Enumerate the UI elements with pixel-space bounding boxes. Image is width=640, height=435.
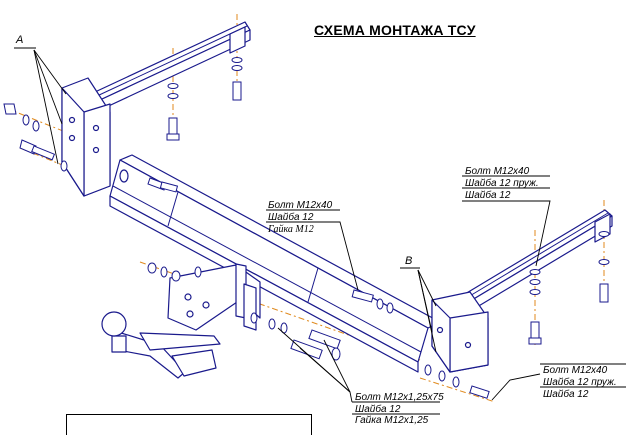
right-frame-rail bbox=[454, 209, 613, 317]
center-fasteners bbox=[147, 262, 394, 361]
left-top-fasteners bbox=[166, 57, 243, 141]
callout-line: Шайба 12 bbox=[465, 190, 511, 201]
page-title: СХЕМА МОНТАЖА ТСУ bbox=[314, 22, 476, 38]
cross-beam bbox=[109, 154, 441, 373]
left-bracket bbox=[61, 77, 111, 197]
callout-line: Шайба 12 bbox=[355, 404, 401, 415]
tow-ball bbox=[101, 311, 221, 379]
callout-line: Гайка М12х1,25 bbox=[355, 415, 429, 426]
callout-line: Болт М12х40 bbox=[268, 200, 333, 211]
right-bracket bbox=[431, 291, 489, 373]
callout-line: Болт М12х40 bbox=[543, 365, 608, 376]
callout-line: Шайба 12 пруж. bbox=[543, 377, 617, 388]
callout-letter-a: A bbox=[16, 34, 24, 46]
left-frame-rail bbox=[94, 21, 251, 111]
callout-line: Гайка М12 bbox=[268, 224, 314, 235]
right-fasteners bbox=[424, 231, 610, 399]
title-block-frame bbox=[66, 414, 312, 435]
callout-line: Шайба 12 пруж. bbox=[465, 178, 539, 189]
callout-line: Болт М12х1,25х75 bbox=[355, 392, 444, 403]
callout-letter-b: B bbox=[405, 255, 413, 267]
callout-rules bbox=[266, 175, 626, 415]
callout-line: Шайба 12 bbox=[268, 212, 314, 223]
ball-plate bbox=[167, 263, 261, 331]
left-side-fasteners bbox=[3, 103, 179, 193]
leader-lines bbox=[14, 47, 551, 403]
callout-line: Шайба 12 bbox=[543, 389, 589, 400]
callout-line: Болт М12х40 bbox=[465, 166, 530, 177]
